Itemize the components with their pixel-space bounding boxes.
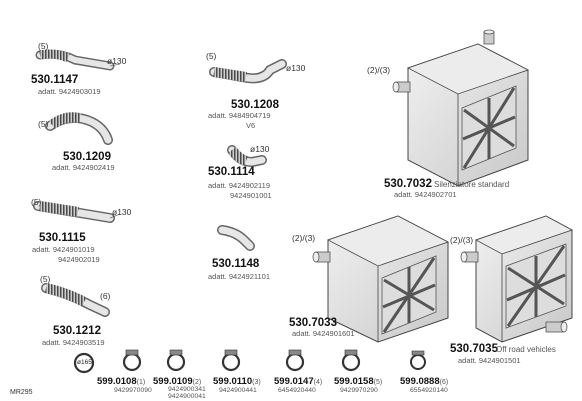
clamp-599-0158 <box>341 349 361 372</box>
code-530-7032: 530.7032 <box>384 178 432 190</box>
code-530-1147: 530.1147 <box>31 74 79 86</box>
code-530-1148: 530.1148 <box>212 258 260 270</box>
code-530-7033: 530.7033 <box>289 317 337 329</box>
adapt-530-7035: adatt. 9424901501 <box>458 356 521 365</box>
note-530-1208: V6 <box>246 121 256 130</box>
pipe-530-1209 <box>45 112 113 145</box>
qty-530-1208: (5) <box>206 51 217 61</box>
adapt-530-1114: adatt. 9424902119 <box>208 181 271 190</box>
adapt-530-1212: adatt. 9424903519 <box>42 338 105 347</box>
clamp-code-599-0158: 599.0158(5) <box>334 376 383 387</box>
qty-530-7035: (2)/(3) <box>450 235 474 245</box>
diameter-530-1147: ø130 <box>107 56 127 66</box>
desc-530-7032: Silenziatore standard <box>434 180 510 189</box>
qty-530-7032: (2)/(3) <box>367 65 391 75</box>
pipe-530-1208 <box>209 59 287 84</box>
muffler-530-7032 <box>392 29 530 187</box>
clamp-adapt-599-0158: 9429970290 <box>340 387 378 394</box>
qty-530-1212: (5) <box>40 274 51 284</box>
adapt-530-1208: adatt. 9484904719 <box>208 111 271 120</box>
seal-label: ø165 <box>77 359 92 366</box>
clamp-adapt-599-0147: 6454920440 <box>278 387 316 394</box>
clamp-code-599-0110: 599.0110(3) <box>213 376 261 387</box>
adapt-530-1114-alt: 9424901001 <box>230 191 272 200</box>
muffler-530-7035 <box>460 215 573 343</box>
qty-530-1209: (5) <box>38 119 49 129</box>
qty2-530-1212: (6) <box>100 291 111 301</box>
adapt-530-1209: adatt. 9424902419 <box>52 163 115 172</box>
sheet-ref: MR295 <box>10 389 33 396</box>
desc-530-7035: Off road vehicles <box>496 345 556 354</box>
clamp-599-0109 <box>166 349 186 372</box>
diameter-530-1208: ø130 <box>286 63 306 73</box>
code-530-7035: 530.7035 <box>450 343 498 355</box>
qty-530-1115: (5) <box>31 197 42 207</box>
clamp-599-0147 <box>285 349 305 372</box>
code-530-1212: 530.1212 <box>53 325 101 337</box>
adapt-530-7032: adatt. 9424902701 <box>394 190 457 199</box>
code-530-1209: 530.1209 <box>63 151 111 163</box>
code-530-1208: 530.1208 <box>231 99 279 111</box>
code-530-1114: 530.1114 <box>208 166 255 178</box>
pipe-530-1147 <box>35 49 121 71</box>
clamp-adapt-599-0108: 9429970090 <box>114 387 152 394</box>
seal-ring <box>73 352 95 374</box>
qty-530-7033: (2)/(3) <box>292 233 316 243</box>
pipe-530-1212 <box>41 283 110 317</box>
clamp-599-0888 <box>410 350 426 370</box>
clamp-code-599-0147: 599.0147(4) <box>274 376 323 387</box>
adapt-530-1115: adatt. 9424901019 <box>32 245 95 254</box>
pipe-530-1114 <box>227 145 267 168</box>
adapt-530-1147: adatt. 9424903019 <box>38 87 101 96</box>
code-530-1115: 530.1115 <box>39 232 86 244</box>
qty-530-1147: (5) <box>38 41 49 51</box>
pipe-530-1148 <box>217 225 255 251</box>
adapt-530-1115-alt: 9424902019 <box>58 255 100 264</box>
clamp-599-0108 <box>122 349 142 372</box>
muffler-530-7033 <box>312 215 450 343</box>
clamp-code-599-0888: 599.0888(6) <box>400 376 449 387</box>
clamp-adapt-599-0109-alt: 9424900041 <box>168 393 206 400</box>
adapt-530-1148: adatt. 9424921101 <box>208 272 271 281</box>
clamp-adapt-599-0888: 6554920140 <box>410 387 448 394</box>
adapt-530-7033: adatt. 9424901601 <box>292 329 355 338</box>
clamp-code-599-0108: 599.0108(1) <box>97 376 146 387</box>
pipe-530-1115 <box>33 201 121 223</box>
clamp-adapt-599-0110: 9424900441 <box>219 387 257 394</box>
diameter-530-1115: ø130 <box>112 207 132 217</box>
clamp-code-599-0109: 599.0109(2) <box>153 376 202 387</box>
clamp-adapt-599-0109: 9424900341 <box>168 386 206 393</box>
clamp-599-0110 <box>221 349 241 372</box>
diameter-530-1114: ø130 <box>250 144 270 154</box>
